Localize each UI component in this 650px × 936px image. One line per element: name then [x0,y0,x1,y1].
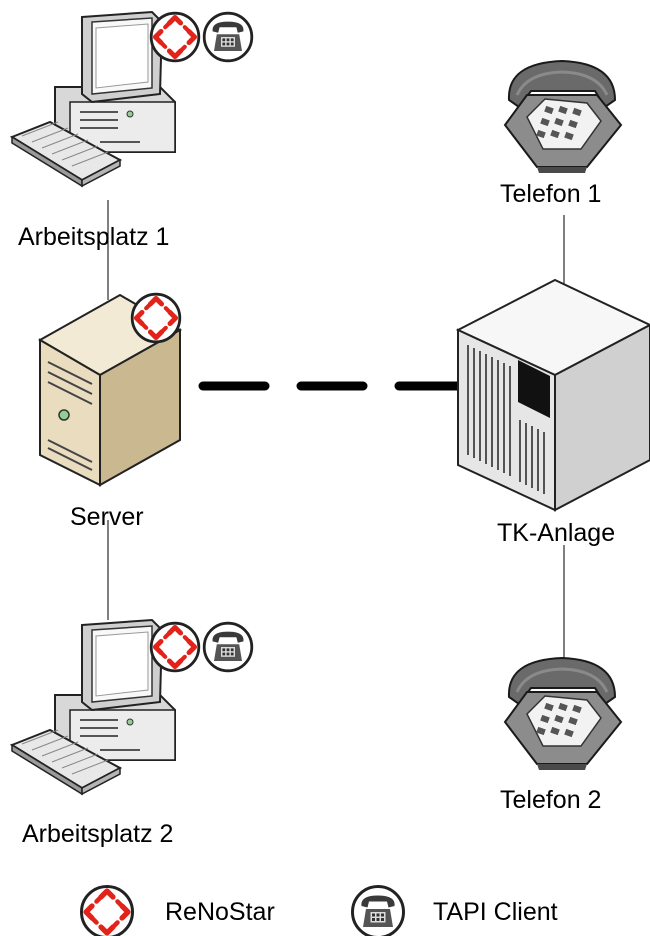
workstation-1-tapi-badge [202,11,254,63]
phone-1-label: Telefon 1 [500,180,602,208]
legend-renostar-icon [82,887,133,936]
workstation-2-renostar-badge [151,623,199,671]
phone-2-icon [503,656,623,772]
workstation-1-label: Arbeitsplatz 1 [18,223,170,251]
workstation-2-label: Arbeitsplatz 2 [22,820,174,848]
legend-tapi-client-label: TAPI Client [433,898,558,926]
legend-tapi-client-icon [351,885,405,936]
workstation-2-tapi-badge [202,621,254,673]
server-label: Server [70,503,144,531]
pbx-label: TK-Anlage [497,519,616,547]
workstation-1-renostar-badge [151,13,199,61]
phone-1-icon [503,59,623,175]
phone-2-label: Telefon 2 [500,786,602,814]
pbx-icon [455,278,650,512]
server-renostar-badge [132,294,180,342]
legend-renostar-label: ReNoStar [165,898,275,926]
